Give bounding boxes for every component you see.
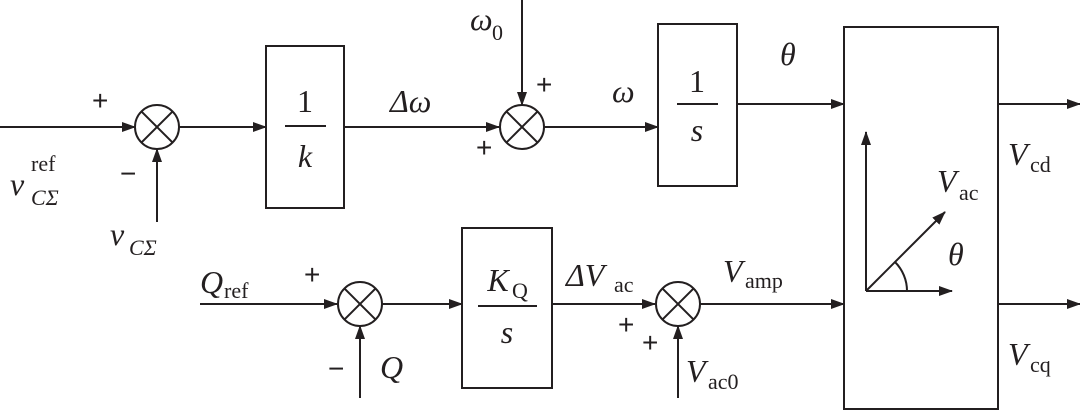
delta-omega-label: Δω xyxy=(388,83,431,119)
svg-text:CΣ: CΣ xyxy=(31,185,59,210)
integrator-denominator: s xyxy=(691,112,703,148)
svg-text:CΣ: CΣ xyxy=(129,235,157,260)
svg-text:v: v xyxy=(10,166,25,202)
svg-text:V: V xyxy=(937,163,960,199)
theta-label: θ xyxy=(780,36,796,72)
q-ref-label: Q ref xyxy=(200,264,249,303)
theta-angle-label: θ xyxy=(948,236,964,272)
svg-text:0: 0 xyxy=(492,20,503,45)
svg-text:v: v xyxy=(110,216,125,252)
gain-k-numerator: 1 xyxy=(297,83,313,119)
summing-junction-1 xyxy=(134,104,180,150)
v-cd-label: V cd xyxy=(1008,136,1051,177)
gain-k-denominator: k xyxy=(298,138,313,174)
transform-block xyxy=(843,26,999,410)
svg-text:ΔV: ΔV xyxy=(564,257,608,293)
sj4-plus-bottom-sign: + xyxy=(642,327,658,358)
svg-text:V: V xyxy=(686,353,709,389)
svg-text:ac: ac xyxy=(959,180,979,205)
v-amp-label: V amp xyxy=(723,253,783,293)
sj1-minus-sign: − xyxy=(120,158,136,189)
v-cq-label: V cq xyxy=(1008,336,1051,377)
v-meas-label: v CΣ xyxy=(110,216,157,260)
sj2-plus-left-sign: + xyxy=(476,132,492,163)
gain-kq-denominator: s xyxy=(501,314,513,350)
summing-junction-2 xyxy=(499,104,545,150)
svg-text:cd: cd xyxy=(1030,152,1051,177)
sj3-minus-sign: − xyxy=(328,353,344,384)
sj2-plus-top-sign: + xyxy=(536,69,552,100)
omega-label: ω xyxy=(612,73,635,109)
integrator-numerator: 1 xyxy=(689,63,705,99)
svg-text:amp: amp xyxy=(745,268,783,293)
svg-text:ref: ref xyxy=(224,278,249,303)
delta-vac-label: ΔV ac xyxy=(564,257,634,297)
gain-kq-block xyxy=(461,227,553,389)
phasor-angle-arc xyxy=(894,261,909,292)
summing-junction-4 xyxy=(655,281,701,327)
gain-kq-numerator-sub: Q xyxy=(512,278,528,303)
svg-text:cq: cq xyxy=(1030,352,1051,377)
v-ac-label: V ac xyxy=(937,163,979,205)
summing-junction-3 xyxy=(337,281,383,327)
svg-text:ac0: ac0 xyxy=(708,369,739,394)
svg-text:Q: Q xyxy=(200,264,223,300)
q-label: Q xyxy=(380,349,403,385)
omega0-label: ω 0 xyxy=(470,1,503,45)
gain-kq-numerator: K xyxy=(486,262,510,298)
v-ac0-label: V ac0 xyxy=(686,353,739,394)
svg-text:V: V xyxy=(1008,136,1031,172)
svg-text:V: V xyxy=(1008,336,1031,372)
sj4-plus-left-sign: + xyxy=(618,309,634,340)
sj3-plus-sign: + xyxy=(304,259,320,290)
svg-text:ref: ref xyxy=(31,151,56,176)
phasor-vac-vector xyxy=(865,211,946,292)
svg-text:V: V xyxy=(723,253,746,289)
svg-text:ω: ω xyxy=(470,1,493,37)
svg-text:ac: ac xyxy=(614,272,634,297)
sj1-plus-sign: + xyxy=(92,85,108,116)
v-ref-label: v ref CΣ xyxy=(10,151,59,210)
